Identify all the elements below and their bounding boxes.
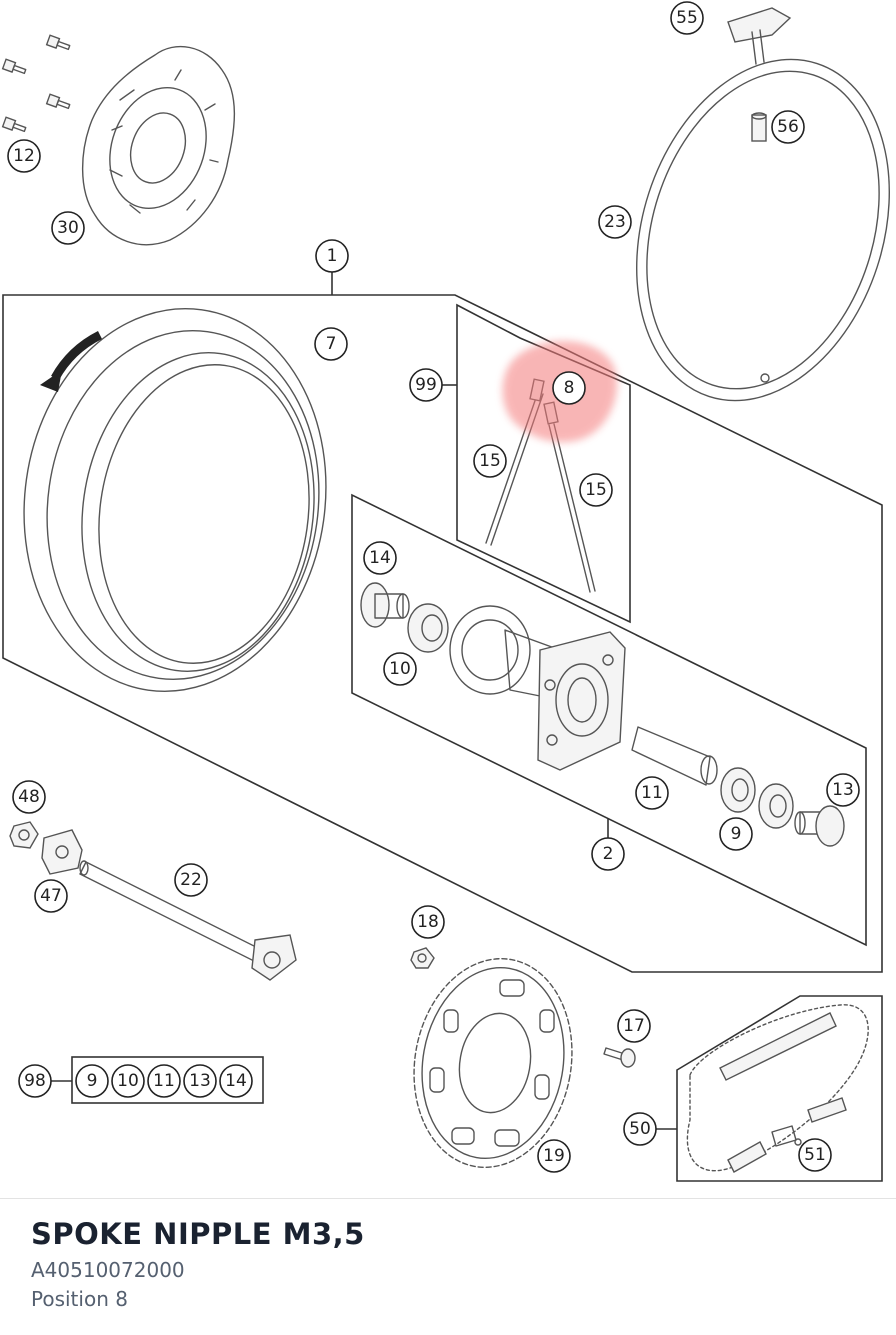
callout-7[interactable]: 7 [314,327,348,361]
chain-adjuster-drawing [41,829,83,875]
svg-text:47: 47 [40,886,62,906]
svg-text:30: 30 [57,218,79,238]
info-divider [0,1198,896,1199]
kit-callout-13[interactable]: 13 [183,1064,217,1098]
exploded-parts-diagram: 55 56 12 30 23 1 7 99 8 15 15 14 10 11 1… [1,1,890,1182]
kit-callout-9[interactable]: 9 [75,1064,109,1098]
axle-drawing [79,860,297,981]
svg-text:15: 15 [585,480,607,500]
svg-text:17: 17 [623,1016,645,1036]
kit-callout-14[interactable]: 14 [219,1064,253,1098]
disc-bolts-drawing [1,34,71,133]
callout-11[interactable]: 11 [635,776,669,810]
part-number: A40510072000 [31,1258,185,1282]
svg-text:8: 8 [564,378,575,398]
svg-text:9: 9 [87,1071,98,1091]
svg-text:98: 98 [24,1071,46,1091]
sprocket-bolt-drawing [603,1047,636,1068]
rim-drawing [23,308,327,692]
callout-12[interactable]: 12 [7,139,41,173]
svg-text:14: 14 [369,548,391,568]
svg-text:10: 10 [389,659,411,679]
svg-text:51: 51 [804,1145,826,1165]
hub-drawing [449,605,626,771]
callout-8-selected[interactable]: 8 [552,371,586,405]
tyre-band-drawing [636,58,890,402]
callout-15-right[interactable]: 15 [579,473,613,507]
callout-50[interactable]: 50 [623,1112,657,1146]
callout-51[interactable]: 51 [798,1138,832,1172]
svg-text:15: 15 [479,451,501,471]
svg-text:11: 11 [641,783,663,803]
callout-19[interactable]: 19 [537,1139,571,1173]
kit-callout-11[interactable]: 11 [147,1064,181,1098]
callout-17[interactable]: 17 [617,1009,651,1043]
svg-text:2: 2 [603,844,614,864]
group-frame-99 [441,303,631,624]
sprocket-nut-drawing [410,947,435,969]
svg-text:50: 50 [629,1119,651,1139]
svg-text:13: 13 [832,780,854,800]
callout-2[interactable]: 2 [591,837,625,871]
callout-99[interactable]: 99 [409,368,443,402]
group-frame-50 [655,995,883,1182]
svg-text:10: 10 [117,1071,139,1091]
svg-text:22: 22 [180,870,202,890]
svg-text:11: 11 [153,1071,175,1091]
svg-text:13: 13 [189,1071,211,1091]
callout-23[interactable]: 23 [598,205,632,239]
part-position: Position 8 [31,1287,128,1311]
svg-text:9: 9 [731,824,742,844]
group-frame-98 [50,1056,264,1104]
axle-nut-drawing [9,821,39,849]
rim-lock-drawing [727,7,792,65]
callout-13[interactable]: 13 [826,773,860,807]
svg-text:55: 55 [676,8,698,28]
group-frame-1 [2,270,883,973]
svg-text:48: 48 [18,787,40,807]
spacer-14-drawing [360,582,410,628]
spacer-13-drawing [794,805,845,847]
part-name: SPOKE NIPPLE M3,5 [31,1217,365,1251]
distance-tube-11-drawing [631,726,718,786]
valve-sleeve-drawing [751,112,767,142]
callout-22[interactable]: 22 [174,863,208,897]
svg-text:56: 56 [777,117,799,137]
callout-14[interactable]: 14 [363,541,397,575]
callout-55[interactable]: 55 [670,1,704,35]
svg-text:7: 7 [326,334,337,354]
group-frame-2 [351,493,867,947]
svg-text:12: 12 [13,146,35,166]
svg-text:99: 99 [415,375,437,395]
callout-56[interactable]: 56 [771,110,805,144]
callout-10[interactable]: 10 [383,652,417,686]
chain-drawing [686,1004,869,1173]
callout-18[interactable]: 18 [411,905,445,939]
svg-text:18: 18 [417,912,439,932]
brake-disc-drawing [81,45,236,246]
svg-text:19: 19 [543,1146,565,1166]
callout-98[interactable]: 98 [18,1064,52,1098]
part-info-panel: SPOKE NIPPLE M3,5 A40510072000 Position … [31,1212,871,1314]
bearing-10-drawing [407,603,449,653]
callout-30[interactable]: 30 [51,211,85,245]
bearing-9-drawing [720,767,794,829]
callout-47[interactable]: 47 [34,879,68,913]
callout-9[interactable]: 9 [719,817,753,851]
callout-1[interactable]: 1 [315,239,349,273]
sprocket-drawing [413,958,573,1168]
svg-text:14: 14 [225,1071,247,1091]
kit-callout-10[interactable]: 10 [111,1064,145,1098]
svg-text:1: 1 [327,246,338,266]
svg-text:23: 23 [604,212,626,232]
callout-48[interactable]: 48 [12,780,46,814]
callout-15-left[interactable]: 15 [473,444,507,478]
